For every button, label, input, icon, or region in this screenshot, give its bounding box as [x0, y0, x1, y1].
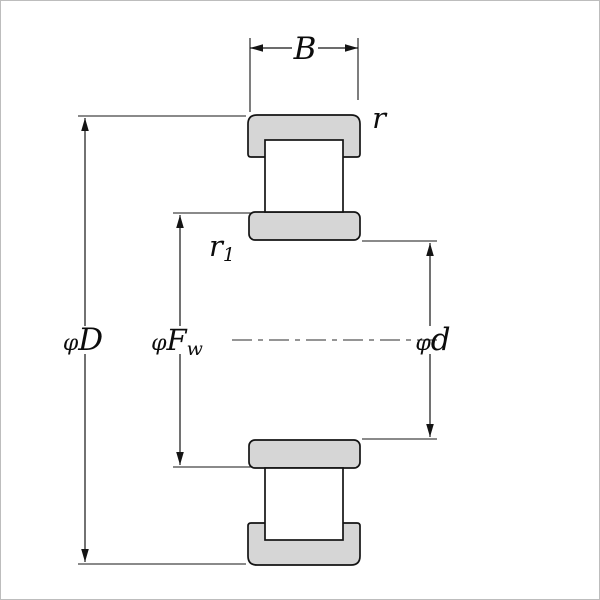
inner-ring-top-section [248, 211, 361, 241]
dimension-raceway-diameter: φFw [151, 212, 252, 468]
label-inner-radius-r1: r1 [209, 229, 235, 266]
label-raceway-diameter: φFw [151, 323, 203, 360]
roller-bottom [264, 467, 344, 541]
label-width-b: B [293, 31, 317, 67]
label-outer-diameter: φD [63, 322, 103, 358]
inner-ring-bottom-section [248, 439, 361, 469]
label-outer-radius-r: r [372, 101, 388, 135]
dimension-bore-diameter: φd [362, 240, 451, 440]
label-bore-diameter: φd [415, 322, 450, 358]
roller-top [264, 139, 344, 213]
dimension-outer-diameter: φD [63, 115, 246, 565]
dimension-width-b: B [249, 31, 359, 112]
